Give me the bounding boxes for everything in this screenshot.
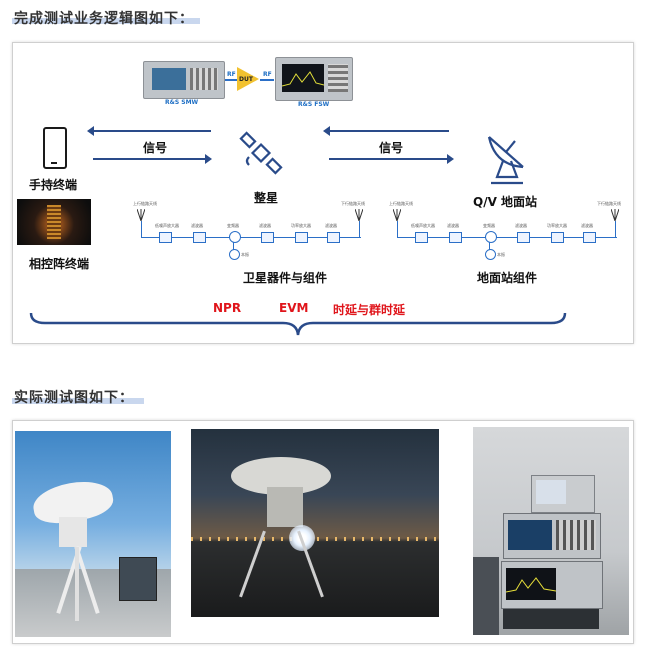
rf-left-line xyxy=(225,79,237,81)
logic-diagram-panel: R&S SMW RF DUT RF R&S FSW 手持终端 相控阵终端 信号 … xyxy=(12,42,634,344)
photo-instrument-rack xyxy=(473,427,629,635)
metric-evm: EVM xyxy=(279,301,309,315)
ground-components-label: 地面站组件 xyxy=(477,271,538,285)
rf-right-line xyxy=(260,79,274,81)
photo-rooftop-antenna-day xyxy=(15,431,171,637)
arrow-to-satellite-from-ground xyxy=(323,126,449,136)
ground-station-label: Q/V 地面站 xyxy=(473,195,538,209)
ground-chain: 上行链路天线 下行链路天线 低噪声放大器 滤波器 变频器 本振 滤波器 功率放大… xyxy=(387,199,627,263)
section-heading-photos: 实际测试图如下： xyxy=(14,390,134,406)
satellite-label: 整星 xyxy=(254,191,279,205)
rf-left-label: RF xyxy=(227,71,236,78)
left-signal-label: 信号 xyxy=(143,141,168,155)
heading-underline-2 xyxy=(12,398,144,404)
phased-array-image xyxy=(17,199,91,245)
satellite-chain: 上行链路天线 下行链路天线 低噪声放大器 滤波器 变频器 本振 滤波器 功率放大… xyxy=(131,199,371,263)
handheld-phone-icon xyxy=(43,127,67,169)
fsw-label: R&S FSW xyxy=(298,101,330,108)
section-heading-diagram: 完成测试业务逻辑图如下： xyxy=(14,11,194,27)
arrow-to-ground xyxy=(329,154,454,164)
handheld-label: 手持终端 xyxy=(29,178,78,192)
arrow-to-handheld xyxy=(87,126,211,136)
photos-panel xyxy=(12,420,634,644)
spectrum-analyzer-instrument xyxy=(275,57,353,101)
dut-label: DUT xyxy=(239,76,253,83)
metric-delay: 时延与群时延 xyxy=(333,303,406,317)
ground-station-dish-icon xyxy=(487,136,524,185)
metric-npr: NPR xyxy=(213,301,242,315)
signal-generator-instrument xyxy=(143,61,225,99)
arrow-to-satellite xyxy=(93,154,212,164)
photo-rooftop-antenna-night xyxy=(191,429,439,617)
bottom-bracket xyxy=(29,312,567,336)
satellite-icon xyxy=(239,131,283,175)
right-signal-label: 信号 xyxy=(379,141,404,155)
rf-right-label: RF xyxy=(263,71,272,78)
satellite-components-label: 卫星器件与组件 xyxy=(243,271,328,285)
smw-label: R&S SMW xyxy=(165,99,199,106)
heading-underline-1 xyxy=(12,18,200,24)
dut-triangle xyxy=(237,67,259,91)
phased-array-label: 相控阵终端 xyxy=(29,257,90,271)
